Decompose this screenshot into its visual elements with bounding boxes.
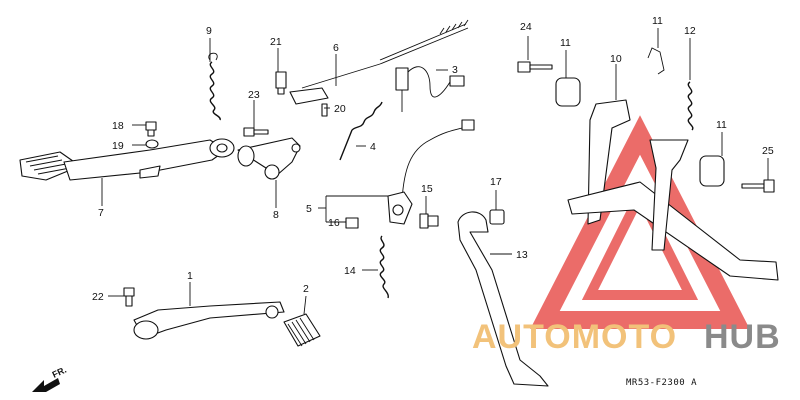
spring-part-15 — [379, 235, 389, 299]
leader-lines — [101, 28, 769, 315]
callout-7: 7 — [98, 207, 104, 219]
callout-21: 20 — [334, 103, 346, 115]
pin-part-21 — [321, 103, 328, 117]
callout-15: 14 — [344, 265, 356, 277]
callout-14: 13 — [516, 249, 528, 261]
rubber-part-2 — [283, 313, 321, 347]
arm-part-8 — [237, 137, 301, 180]
callout-12: 11 — [652, 15, 663, 27]
switch-part-5 — [387, 119, 475, 225]
svg-text:AUTOMOTO: AUTOMOTO — [472, 318, 677, 356]
callout-3: 3 — [452, 64, 458, 76]
rod-part-6 — [289, 19, 469, 105]
spring-part-4 — [339, 101, 383, 161]
bolt-part-25-right — [741, 179, 775, 193]
bolt-part-24 — [243, 127, 269, 137]
bolt-part-25-top — [517, 61, 553, 73]
switch-part-3 — [395, 66, 465, 112]
callout-9: 9 — [206, 25, 212, 37]
callout-25-top: 24 — [520, 21, 532, 33]
callout-24: 23 — [248, 89, 260, 101]
svg-text:FR.: FR. — [51, 365, 68, 380]
callout-5: 5 — [306, 203, 312, 215]
callout-17: 16 — [328, 217, 340, 229]
callout-1: 1 — [187, 270, 193, 282]
bolt-part-23 — [123, 287, 135, 307]
callout-2: 2 — [303, 283, 309, 295]
callout-8: 8 — [273, 209, 279, 221]
watermark-text: AUTOMOTO HUB — [472, 318, 781, 356]
bolt-part-16 — [419, 213, 439, 229]
callout-18: 17 — [490, 176, 502, 188]
bolt-part-17 — [345, 217, 359, 229]
callout-25-right: 25 — [762, 145, 774, 157]
spring-part-9 — [208, 52, 221, 121]
callout-13: 12 — [684, 25, 696, 37]
callout-4: 4 — [370, 141, 376, 153]
spring-part-13 — [687, 81, 694, 131]
svg-text:HUB: HUB — [704, 318, 781, 356]
front-direction-arrow-icon: FR. — [32, 365, 68, 392]
washer-part-20 — [145, 139, 159, 149]
callout-23: 22 — [92, 291, 104, 303]
bolt-part-19 — [145, 121, 157, 137]
shift-lever-part-1 — [133, 301, 285, 340]
callout-11-right: 11 — [716, 119, 727, 131]
clip-part-12 — [647, 47, 665, 75]
drawing-code: MR53-F2300 A — [626, 378, 697, 388]
brake-pedal-part-7 — [19, 138, 235, 181]
side-stand-part-14 — [457, 211, 549, 387]
callouts: 9 21 6 23 18 19 7 8 4 3 20 5 16 15 17 14… — [92, 15, 774, 303]
callout-16: 15 — [421, 183, 433, 195]
callout-22: 21 — [270, 36, 282, 48]
callout-20: 19 — [112, 140, 124, 152]
collar-part-11-left — [555, 77, 581, 107]
collar-part-11-right — [699, 155, 725, 187]
main-stand-part-10 — [567, 99, 779, 281]
callout-19: 18 — [112, 120, 124, 132]
callout-11-left: 11 — [560, 37, 571, 49]
stud-part-22 — [275, 71, 287, 95]
nut-part-18 — [489, 209, 505, 225]
callout-6: 6 — [333, 42, 339, 54]
callout-10: 10 — [610, 53, 622, 65]
